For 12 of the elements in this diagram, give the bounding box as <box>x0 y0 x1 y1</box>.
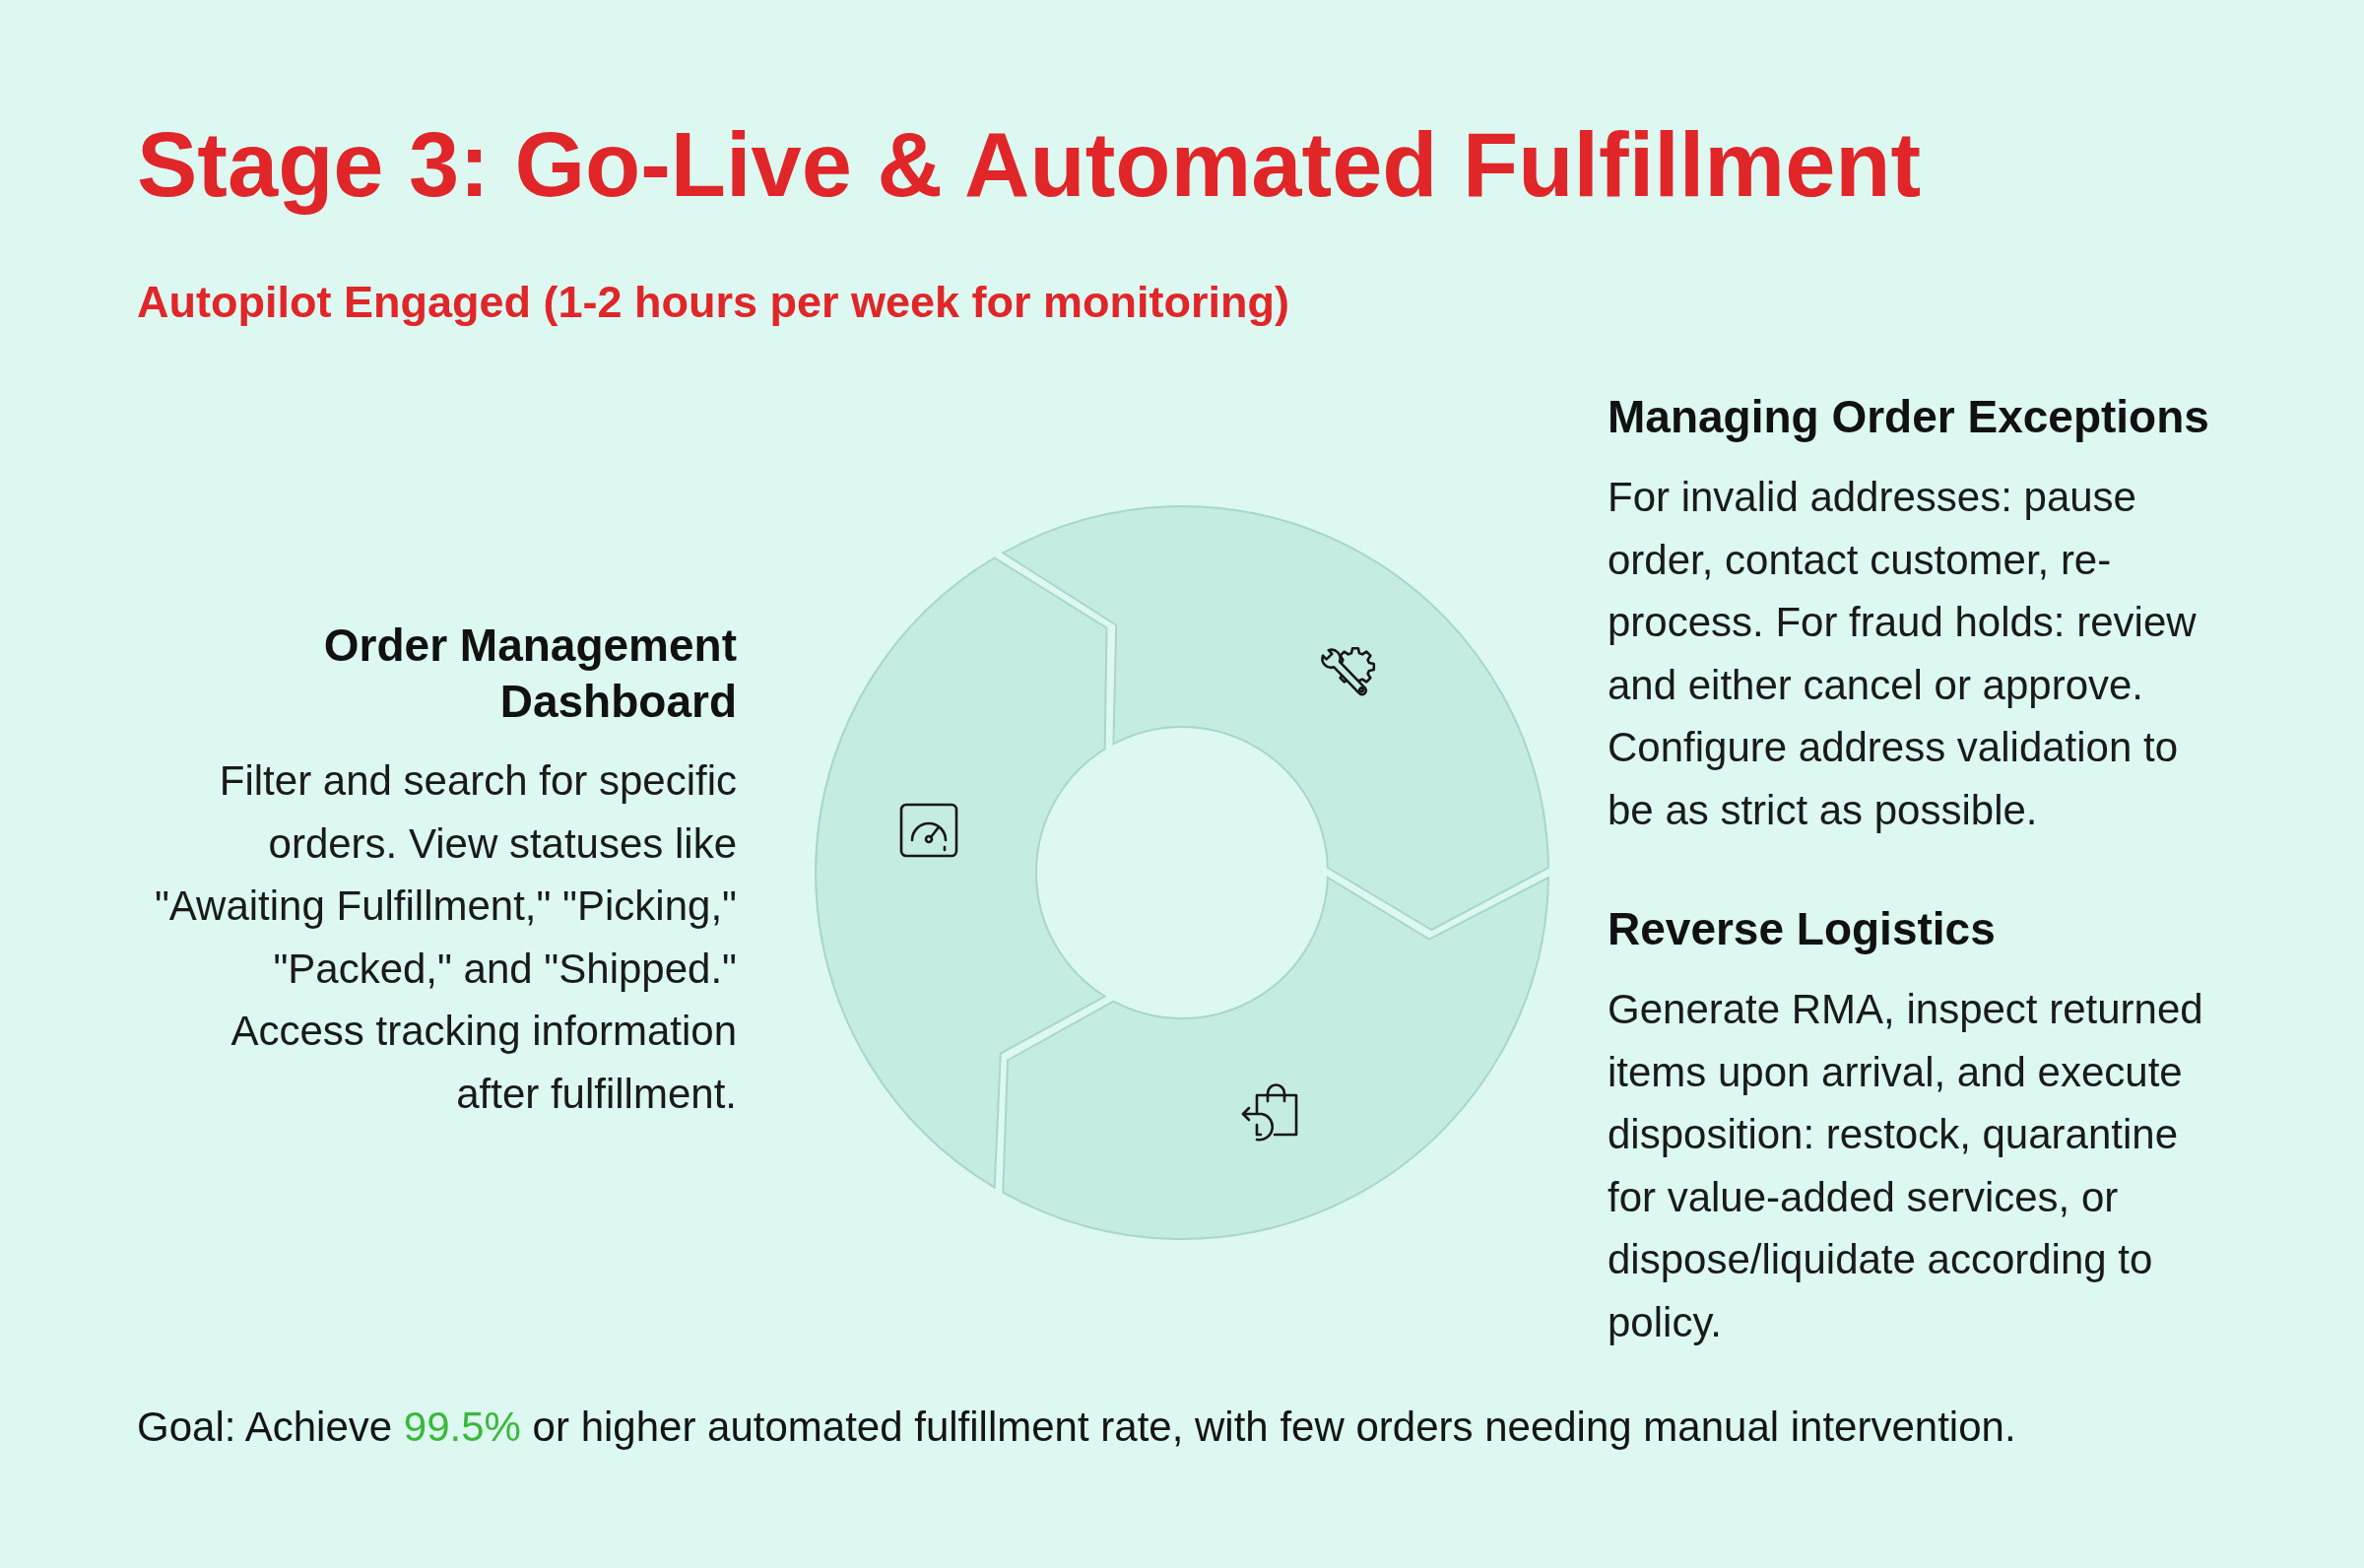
section-description: Filter and search for specific orders. View statuses like "Awaiting Fulfillment," "Picking," "Packed," and "Shipped." Access tracking information after fulfillment. <box>153 756 737 1119</box>
arrow-segment <box>1002 877 1549 1240</box>
title: Stage 3: Go-Live & Automated Fulfillment <box>137 113 1922 217</box>
section-heading: Managing Order Exceptions <box>1608 390 2210 444</box>
arrow-segment <box>1002 505 1549 931</box>
section-heading: Order Management Dashboard <box>322 619 737 729</box>
section-heading: Reverse Logistics <box>1608 902 1997 956</box>
subtitle: Autopilot Engaged (1-2 hours per week for monitoring) <box>137 276 1290 329</box>
section-description: For invalid addresses: pause order, contact customer, re-process. For fraud holds: review and either cancel or approve. Configure address validation to be as strict as possible. <box>1608 473 2198 835</box>
section-description: Generate RMA, inspect returned items upon arrival, and execute disposition: restock, quarantine for value-added services, or dispose/liquidate according to policy. <box>1608 985 2204 1347</box>
goal-note: Goal: Achieve 99.5% or higher automated fulfillment rate, with few orders needing manual intervention. <box>137 1403 2016 1452</box>
arrow-segment <box>815 556 1108 1189</box>
